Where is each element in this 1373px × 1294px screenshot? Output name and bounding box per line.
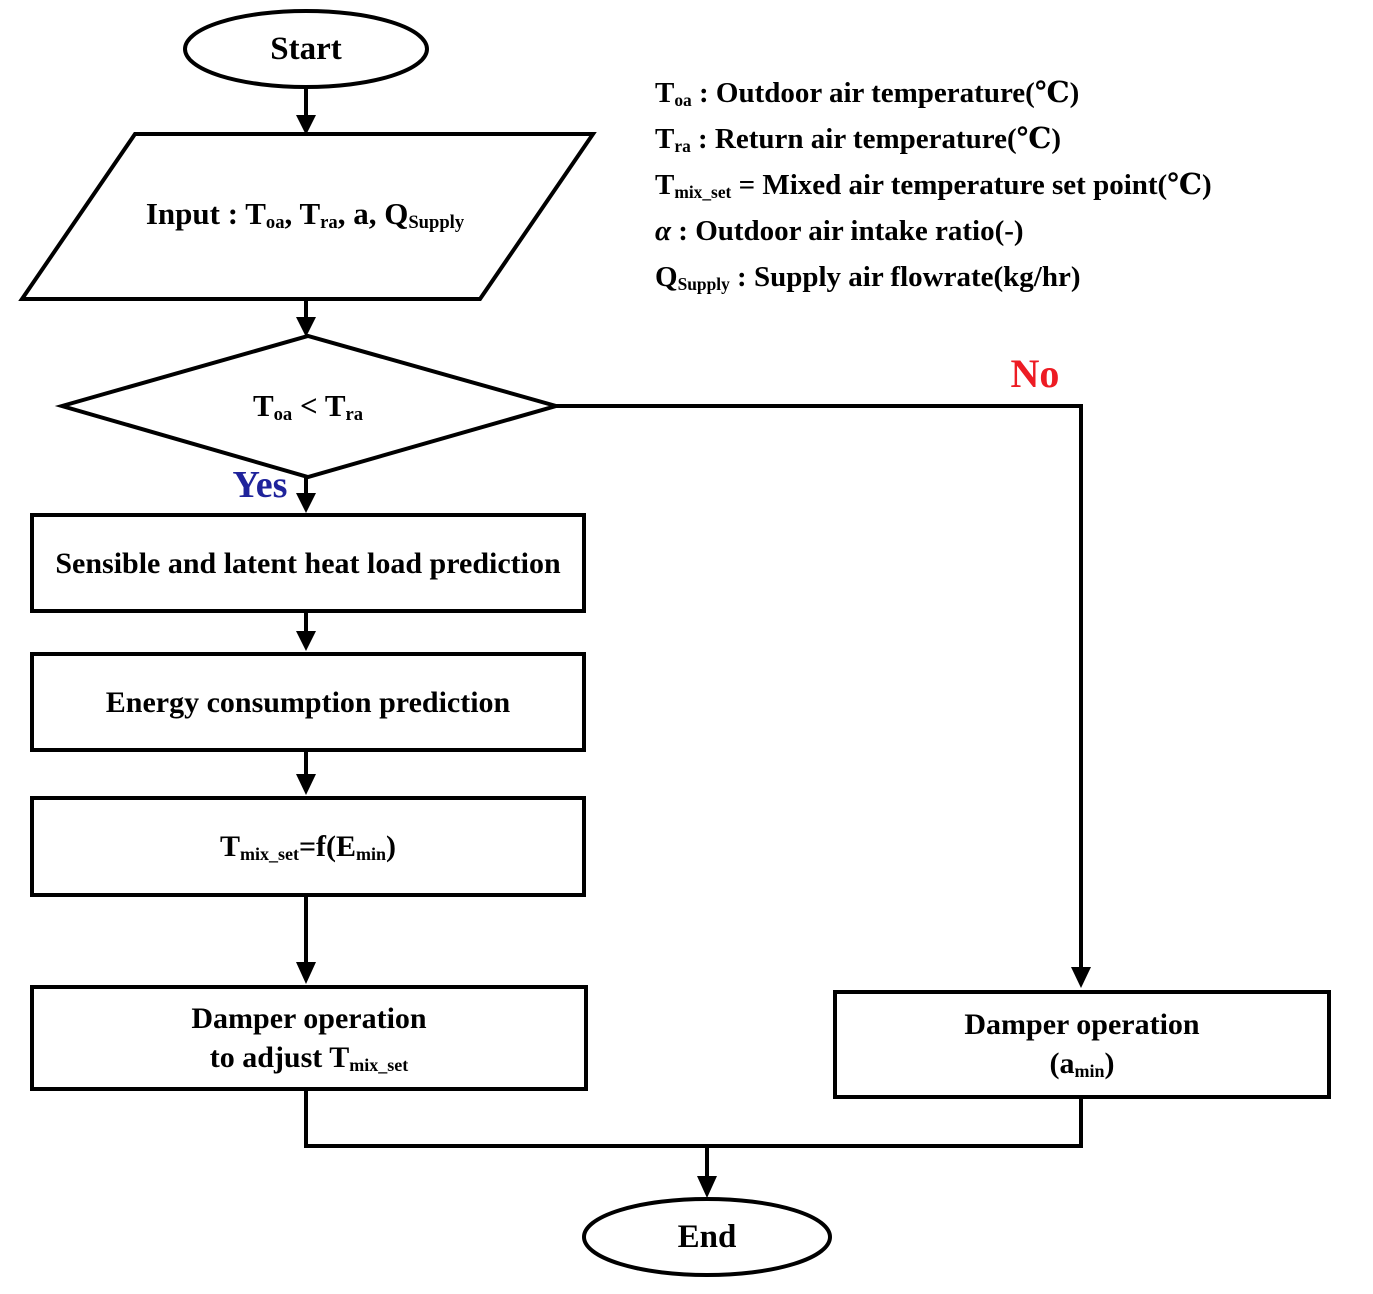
legend-line-tra: Tra : Return air temperature(℃) xyxy=(655,123,1062,156)
process-damper-min-label-line2: (amin) xyxy=(1049,1047,1115,1082)
process-tmix-box: Tmix_set=f(Emin) xyxy=(30,796,586,897)
process-tmix-label: Tmix_set=f(Emin) xyxy=(219,829,397,864)
merge-connector xyxy=(304,1091,1083,1148)
arrow-start-to-input-head xyxy=(296,115,316,135)
no-branch-label: No xyxy=(1010,351,1060,396)
input-node-shape xyxy=(18,132,597,301)
start-label: Start xyxy=(270,31,342,67)
process-energy-box: Energy consumption prediction xyxy=(30,652,586,752)
legend: Toa : Outdoor air temperature(℃) Tra : R… xyxy=(655,70,1365,300)
process-heat-load-label: Sensible and latent heat load prediction xyxy=(55,546,561,580)
process-damper-adjust-label-line1: Damper operation xyxy=(191,1001,427,1035)
process-energy-label: Energy consumption prediction xyxy=(105,685,511,719)
arrow-merge-to-end-head xyxy=(697,1176,717,1198)
legend-line-tmixset: Tmix_set = Mixed air temperature set poi… xyxy=(655,169,1212,202)
legend-line-alpha: α : Outdoor air intake ratio(-) xyxy=(655,215,1024,247)
legend-line-qsupply: QSupply : Supply air flowrate(kg/hr) xyxy=(655,261,1081,294)
process-heat-load-box: Sensible and latent heat load prediction xyxy=(30,513,586,613)
decision-label: Toa < Tra xyxy=(252,388,364,426)
legend-line-toa: Toa : Outdoor air temperature(℃) xyxy=(655,77,1080,110)
arrow-energy-to-tmix-head xyxy=(296,774,316,795)
arrow-heatload-to-energy-head xyxy=(296,631,316,651)
arrow-tmix-to-damper-head xyxy=(296,962,316,984)
process-damper-min-label-line1: Damper operation xyxy=(964,1008,1200,1042)
process-damper-min-box: Damper operation (amin) xyxy=(833,990,1331,1099)
no-branch-arrowhead xyxy=(1071,967,1091,988)
process-damper-adjust-box: Damper operation to adjust Tmix_set xyxy=(30,985,588,1091)
input-label: Input : Toa, Tra, a, QSupply xyxy=(145,196,465,234)
yes-branch-arrowhead xyxy=(296,493,316,513)
process-damper-adjust-label-line2: to adjust Tmix_set xyxy=(209,1040,409,1075)
end-node-shape xyxy=(582,1197,832,1277)
arrow-input-to-decision-head xyxy=(296,317,316,337)
no-branch-connector xyxy=(556,404,1083,970)
end-label: End xyxy=(677,1219,737,1255)
yes-branch-label: Yes xyxy=(232,464,288,506)
